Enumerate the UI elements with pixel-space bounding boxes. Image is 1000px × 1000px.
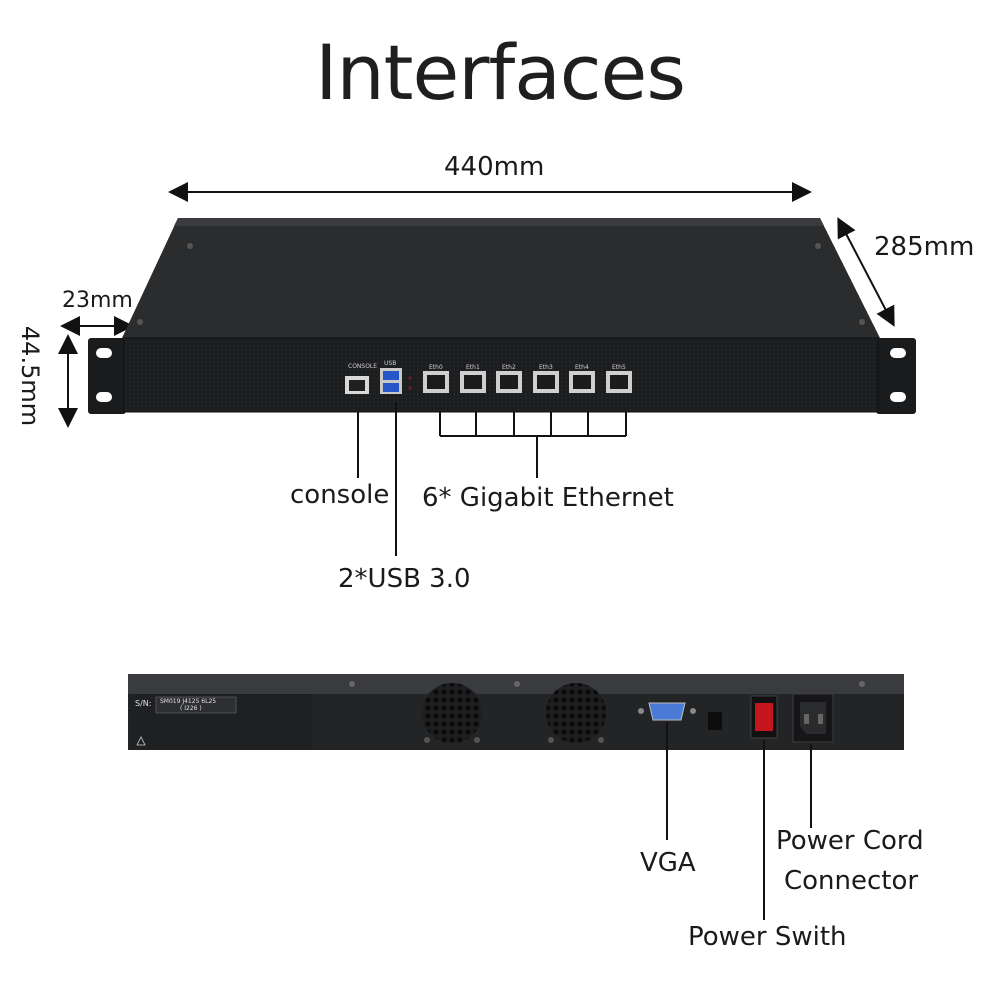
ear-dimension-label: 23mm (62, 288, 133, 313)
fan-grille-right (546, 683, 606, 743)
eth3-silk-label: Eth3 (539, 364, 553, 371)
power-switch (750, 695, 778, 739)
vga-callout-label: VGA (640, 848, 696, 878)
console-callout-label: console (290, 480, 390, 510)
ethernet-port-4 (569, 371, 595, 393)
power-cord-connector (792, 693, 834, 743)
power-switch-callout-label: Power Swith (688, 922, 847, 952)
serial-number-sub: ( I226 ) (180, 705, 202, 712)
eth2-silk-label: Eth2 (502, 364, 516, 371)
ethernet-callout-label: 6* Gigabit Ethernet (422, 483, 674, 513)
serial-number-value: SM019 J4125 6L25 (160, 698, 217, 705)
eth1-silk-label: Eth1 (466, 364, 480, 371)
left-rack-ear (88, 338, 126, 414)
depth-dimension-label: 285mm (874, 232, 975, 262)
console-silk-label: CONSOLE (348, 363, 378, 370)
eth0-silk-label: Eth0 (429, 364, 443, 371)
power-cord-callout-label-line2: Connector (784, 866, 919, 896)
ethernet-port-1 (460, 371, 486, 393)
vga-port (638, 702, 696, 721)
fan-grille-left (422, 683, 482, 743)
power-cord-callout-label-line1: Power Cord (776, 826, 924, 856)
serial-number-label: S/N: (135, 699, 152, 708)
eth4-silk-label: Eth4 (575, 364, 589, 371)
ethernet-port-5 (606, 371, 632, 393)
ethernet-port-2 (496, 371, 522, 393)
page-title: Interfaces (315, 28, 686, 117)
usb-callout-label: 2*USB 3.0 (338, 564, 471, 594)
eth5-silk-label: Eth5 (612, 364, 626, 371)
auxiliary-port (708, 712, 722, 730)
usb-ports (380, 368, 402, 394)
chassis-top-surface (122, 218, 880, 338)
ethernet-port-0 (423, 371, 449, 393)
width-dimension-label: 440mm (444, 152, 545, 182)
console-port (345, 376, 369, 394)
usb-silk-label: USB (384, 360, 397, 367)
ethernet-callout-bracket (439, 412, 627, 478)
depth-dimension-arrow (837, 217, 895, 327)
right-rack-ear (876, 338, 916, 414)
height-dimension-label: 44.5mm (16, 325, 45, 427)
ethernet-port-3 (533, 371, 559, 393)
